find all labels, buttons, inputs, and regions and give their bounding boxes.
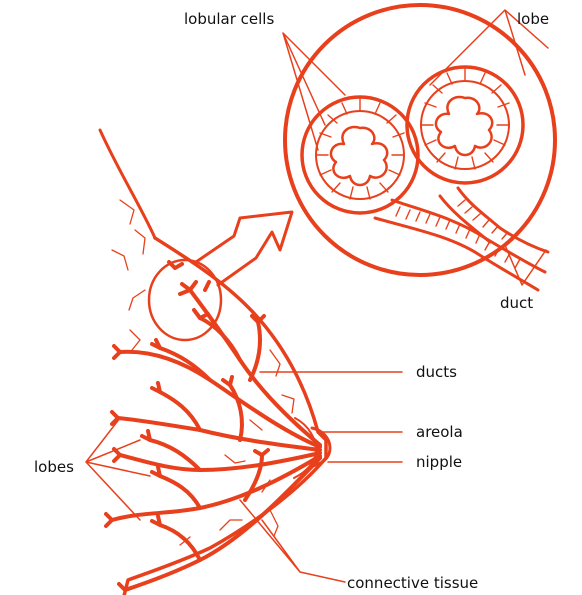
leader-lines [86,10,548,582]
lobule-right [407,67,523,183]
chest-wall-line [100,130,155,238]
lobule-highlight-circle [149,260,221,340]
magnified-lobule-inset [285,5,555,290]
label-connective-tissue: connective tissue [347,574,478,592]
label-ducts: ducts [416,363,457,381]
leader-connective-tissue [240,500,345,582]
inset-duct-cells [396,200,520,268]
label-duct: duct [500,294,533,312]
leader-lobes [86,418,150,520]
label-lobes: lobes [34,458,74,476]
inset-duct-upper [458,188,548,252]
leader-duct [505,245,546,285]
inset-circle [285,5,555,275]
label-nipple: nipple [416,453,462,471]
label-lobe: lobe [517,10,549,28]
label-lobular-cells: lobular cells [184,10,274,28]
label-areola: areola [416,423,463,441]
breast-cross-section [100,130,330,595]
breast-outline [124,238,326,595]
